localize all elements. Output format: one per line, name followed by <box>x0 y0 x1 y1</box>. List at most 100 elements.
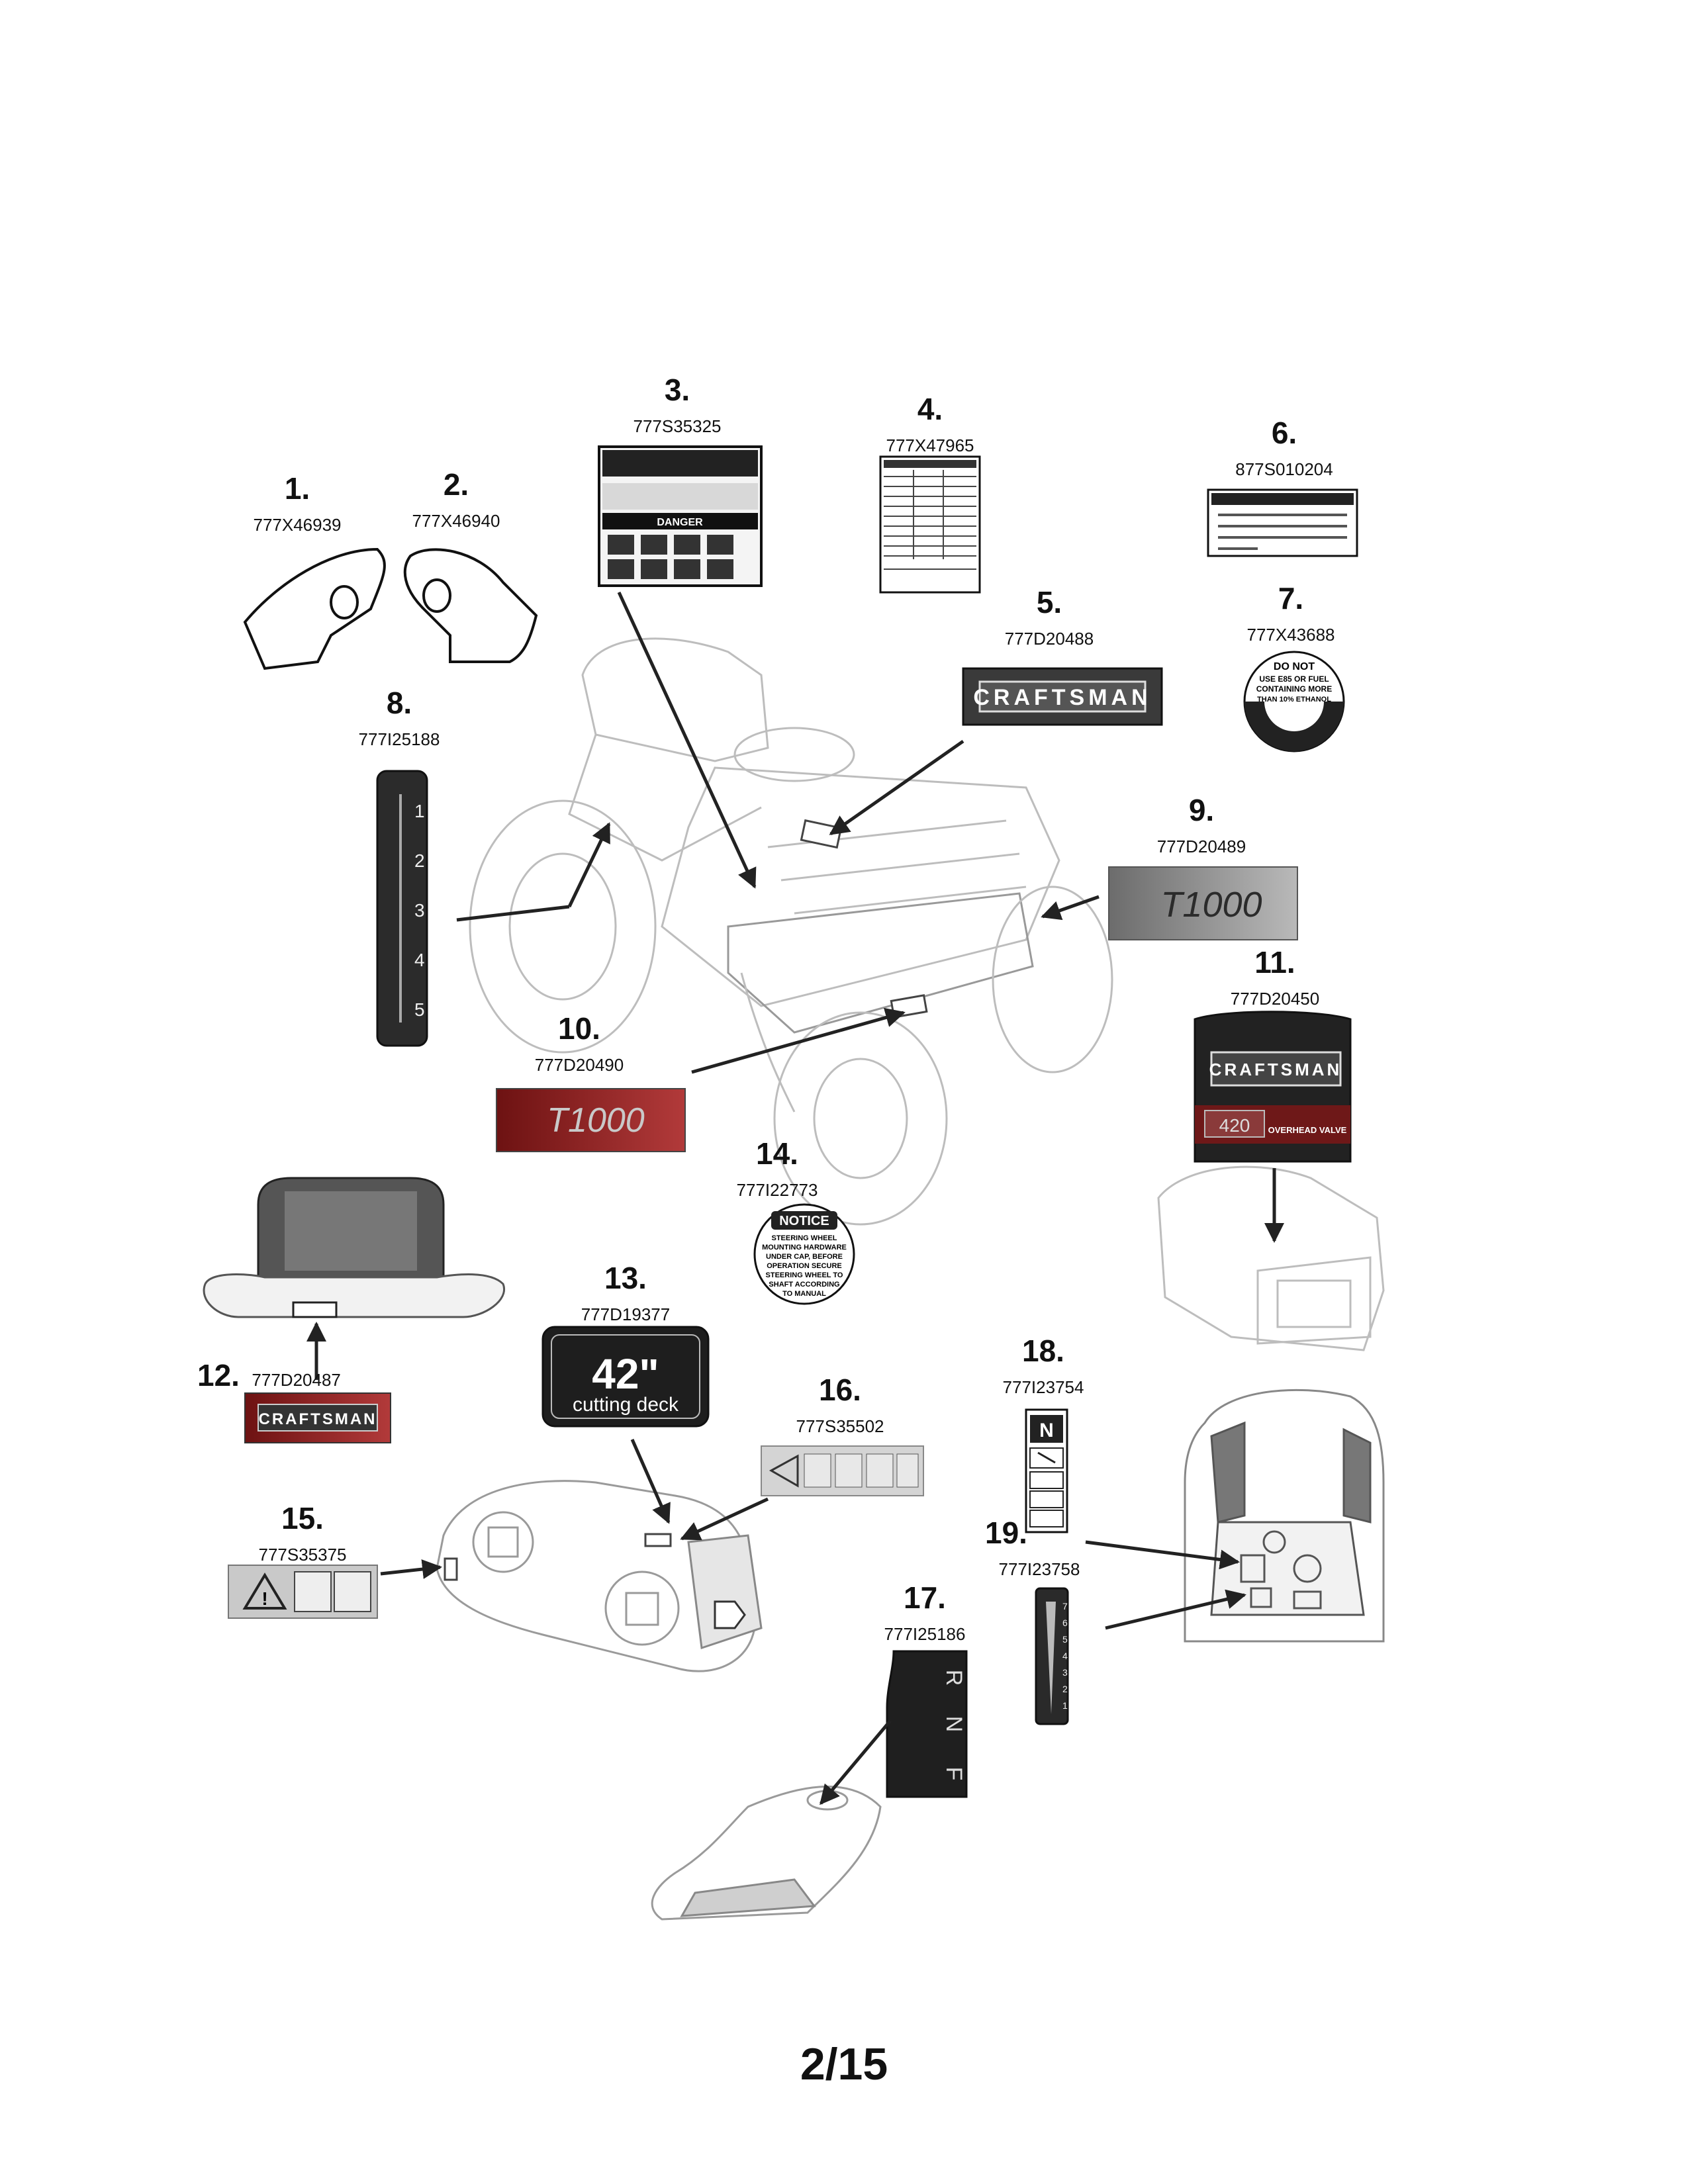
callout-number: 8. <box>386 686 412 720</box>
callout-4: 4. 777X47965 <box>811 392 1049 457</box>
pedal-neutral: N <box>941 1716 966 1733</box>
part-number: 777X46939 <box>253 515 342 535</box>
hand-hazard-icon <box>866 1453 894 1488</box>
part-number: 777I22773 <box>736 1180 818 1200</box>
arrow-decal-5 <box>829 739 964 836</box>
callout-10: 10. 777D20490 <box>460 1011 698 1076</box>
arrow-decal-18 <box>1085 1540 1240 1570</box>
arrow-decal-8b <box>567 822 611 908</box>
part-number: 777I25186 <box>884 1624 966 1644</box>
callout-11: 11. 777D20450 <box>1156 945 1394 1010</box>
callout-3: 3. 777S35325 <box>558 373 796 437</box>
callout-number: 9. <box>1188 793 1215 827</box>
shift-position-1: 1 <box>414 801 425 821</box>
decal-6-emission-label <box>1207 488 1358 557</box>
shift-position-5: 5 <box>414 999 425 1020</box>
fuel-pump-icon <box>1288 707 1299 724</box>
decal-7-line-3: CONTAINING MORE <box>1256 684 1332 694</box>
part-number: 777D20488 <box>1004 629 1094 649</box>
part-number: 777I25188 <box>358 729 440 749</box>
decal-10-model: T1000 <box>496 1088 686 1152</box>
part-number: 777I23754 <box>1002 1377 1084 1397</box>
part-number: 777S35502 <box>796 1416 884 1436</box>
decal-3-danger-text: DANGER <box>657 517 703 528</box>
part-number: 777S35375 <box>258 1545 347 1565</box>
callout-5: 5. 777D20488 <box>930 585 1168 650</box>
callout-8: 8. 777I25188 <box>280 686 518 751</box>
decal-14-line-3: UNDER CAP, BEFORE <box>766 1253 843 1261</box>
decal-12-text: CRAFTSMAN <box>259 1410 377 1428</box>
run-away-icon <box>334 1571 371 1612</box>
callout-1: 1. 777X46939 <box>178 471 416 536</box>
lift-position-6: 6 <box>1062 1617 1068 1628</box>
part-number: 777D20450 <box>1230 989 1320 1009</box>
decal-14-line-6: SHAFT ACCORDING <box>769 1281 839 1289</box>
decal-7-line-2: USE E85 OR FUEL <box>1259 674 1329 684</box>
callout-6: 6. 877S010204 <box>1165 416 1403 480</box>
callout-16: 16. 777S35502 <box>721 1373 959 1437</box>
arrow-decal-10 <box>691 1007 906 1074</box>
callout-number: 12. <box>197 1358 240 1392</box>
blade-hazard-icon <box>294 1571 332 1612</box>
decal-14-line-4: OPERATION SECURE <box>767 1262 841 1270</box>
decal-11-size: 420 <box>1219 1115 1250 1136</box>
decal-9-text: T1000 <box>1160 885 1262 925</box>
part-number: 777X47965 <box>886 435 974 455</box>
lift-position-2: 2 <box>1062 1684 1068 1694</box>
decal-11-brand: CRAFTSMAN <box>1209 1060 1342 1079</box>
decal-17-pedal-decal: R N F <box>886 1650 968 1798</box>
callout-number: 15. <box>281 1501 324 1535</box>
callout-17: 17. 777I25186 <box>806 1580 1044 1645</box>
warning-triangle-icon <box>242 1572 287 1610</box>
shift-position-3: 3 <box>414 900 425 921</box>
lift-position-1: 1 <box>1062 1700 1068 1711</box>
arrow-decal-13 <box>630 1438 671 1524</box>
arrow-decal-17 <box>820 1719 892 1805</box>
decal-14-title: NOTICE <box>779 1214 829 1228</box>
decal-7-line-4: THAN 10% ETHANOL <box>1257 696 1331 704</box>
engine-illustration <box>1157 1165 1385 1351</box>
callout-number: 5. <box>1036 585 1062 619</box>
decal-8-shift-strip: 1 2 3 4 5 <box>376 770 428 1047</box>
callout-number: 7. <box>1278 581 1304 615</box>
seat-illustration <box>203 1177 506 1318</box>
callout-number: 2. <box>443 467 469 502</box>
callout-number: 10. <box>558 1011 600 1046</box>
pedal-forward: F <box>941 1767 966 1781</box>
pedal-reverse: R <box>941 1670 966 1686</box>
decal-4-table-label <box>879 455 981 594</box>
decal-11-ohv: OVERHEAD VALVE <box>1268 1125 1347 1135</box>
rabbit-fast-icon <box>1037 1451 1056 1464</box>
part-number: 877S010204 <box>1235 459 1333 479</box>
shift-position-4: 4 <box>414 950 425 970</box>
decal-2-fender <box>403 548 538 663</box>
pedal-illustration <box>651 1786 882 1921</box>
decal-19-lift-strip: 7 6 5 4 3 2 1 <box>1035 1587 1069 1725</box>
mower-deck-illustration <box>436 1480 763 1672</box>
callout-number: 14. <box>756 1136 798 1171</box>
decal-14-notice: NOTICE STEERING WHEEL MOUNTING HARDWARE … <box>753 1203 855 1305</box>
callout-14: 14. 777I22773 <box>658 1136 896 1201</box>
decal-12-craftsman: CRAFTSMAN <box>244 1392 391 1443</box>
decal-15-warning-strip: ! <box>228 1565 378 1619</box>
arrow-decal-16 <box>680 1497 769 1541</box>
callout-number: 16. <box>819 1373 861 1407</box>
shift-position-2: 2 <box>414 850 425 871</box>
decal-13-size: 42" <box>592 1350 659 1398</box>
decal-7-fuel-label: DO NOT USE E85 OR FUEL CONTAINING MORE T… <box>1243 651 1345 752</box>
page-number: 2/15 <box>800 2039 888 2089</box>
decal-9-model: T1000 <box>1108 866 1298 940</box>
decal-5-text: CRAFTSMAN <box>973 685 1151 710</box>
thrown-object-icon <box>804 1453 831 1488</box>
part-number: 777X46940 <box>412 511 500 531</box>
arrow-decal-8a <box>456 905 570 922</box>
callout-15: 15. 777S35375 <box>183 1501 422 1566</box>
bystander-icon <box>835 1453 863 1488</box>
part-number: 777S35325 <box>633 416 722 436</box>
part-number: 777D20487 <box>252 1370 341 1390</box>
part-number: 777D19377 <box>581 1304 671 1324</box>
decal-18-throttle-strip: N <box>1025 1408 1068 1533</box>
callout-number: 18. <box>1022 1334 1064 1368</box>
svg-text:!: ! <box>261 1588 267 1609</box>
callout-9: 9. 777D20489 <box>1082 793 1321 858</box>
